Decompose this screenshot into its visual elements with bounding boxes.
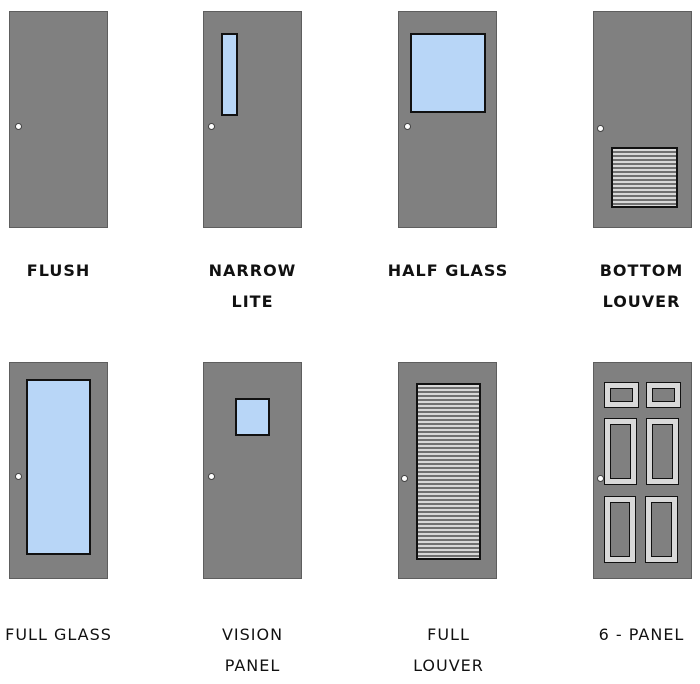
door-bottom-louver [593, 11, 692, 228]
door-knob-icon [208, 123, 215, 130]
label-line: 6 - PANEL [598, 625, 685, 644]
door-knob-icon [597, 475, 604, 482]
door-six-panel [593, 362, 692, 579]
full-louver-vent [416, 383, 481, 560]
raised-panel-bottom-left [604, 496, 636, 563]
door-knob-icon [401, 475, 408, 482]
door-vision-panel [203, 362, 302, 579]
label-line: NARROW [208, 261, 297, 280]
door-knob-icon [208, 473, 215, 480]
label-line: FLUSH [26, 261, 91, 280]
bottom-louver-vent [611, 147, 678, 208]
label-line: FULL [427, 625, 470, 644]
label-half-glass: HALF GLASS [378, 255, 518, 286]
label-vision-panel: VISION PANEL [194, 619, 311, 681]
door-knob-icon [15, 473, 22, 480]
label-full-louver: FULL LOUVER [390, 619, 507, 681]
label-flush: FLUSH [0, 255, 117, 286]
raised-panel-middle-left [604, 418, 637, 485]
door-knob-icon [15, 123, 22, 130]
door-full-glass [9, 362, 108, 579]
raised-panel-middle-right [646, 418, 679, 485]
label-line: PANEL [224, 656, 281, 675]
label-full-glass: FULL GLASS [0, 619, 117, 650]
label-line: HALF GLASS [387, 261, 509, 280]
raised-panel-top-left [604, 382, 639, 408]
raised-panel-top-right [646, 382, 681, 408]
label-line: VISION [221, 625, 284, 644]
door-flush [9, 11, 108, 228]
door-full-louver [398, 362, 497, 579]
label-line: LOUVER [602, 292, 681, 311]
door-half-glass [398, 11, 497, 228]
narrow-lite-glass [221, 33, 238, 116]
label-line: LITE [231, 292, 274, 311]
door-narrow-lite [203, 11, 302, 228]
label-six-panel: 6 - PANEL [583, 619, 700, 650]
label-line: BOTTOM [599, 261, 684, 280]
label-line: LOUVER [413, 656, 484, 675]
vision-panel-glass [235, 398, 270, 436]
half-glass-glass [410, 33, 486, 113]
label-narrow-lite: NARROW LITE [194, 255, 311, 317]
label-bottom-louver: BOTTOM LOUVER [583, 255, 700, 317]
label-line: FULL GLASS [5, 625, 112, 644]
door-knob-icon [597, 125, 604, 132]
door-knob-icon [404, 123, 411, 130]
full-glass-glass [26, 379, 91, 555]
raised-panel-bottom-right [645, 496, 678, 563]
